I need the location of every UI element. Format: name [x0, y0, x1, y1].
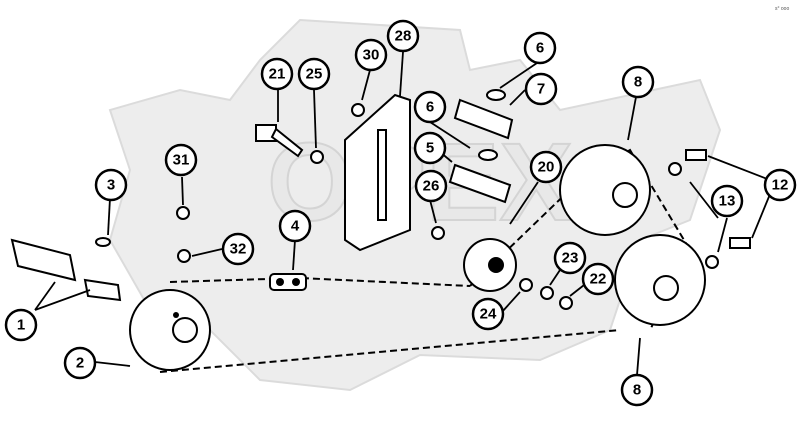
callout-label: 4 — [291, 218, 300, 235]
callout-6a: 6 — [523, 31, 557, 65]
callout-label: 22 — [590, 271, 607, 288]
callout-28: 28 — [386, 19, 420, 53]
sprocket-icon — [559, 144, 651, 236]
callout-32: 32 — [221, 232, 255, 266]
callout-26: 26 — [414, 169, 448, 203]
callout-label: 23 — [562, 250, 579, 267]
bolt-icon — [255, 124, 304, 158]
corner-mark: s° ooo — [775, 6, 789, 12]
callout-label: 32 — [230, 241, 247, 258]
bracket-icon — [344, 93, 411, 252]
callout-label: 6 — [426, 99, 434, 116]
callout-label: 8 — [633, 382, 641, 399]
callout-25: 25 — [297, 57, 331, 91]
callout-label: 12 — [772, 177, 789, 194]
callout-6b: 6 — [413, 90, 447, 124]
callout-label: 3 — [107, 177, 115, 194]
callout-label: 31 — [173, 152, 190, 169]
callout-21: 21 — [260, 57, 294, 91]
callout-8-bottom: 8 — [620, 373, 654, 407]
callout-label: 1 — [17, 317, 25, 334]
callout-1: 1 — [4, 308, 38, 342]
callout-5: 5 — [413, 131, 447, 165]
callout-23: 23 — [553, 241, 587, 275]
callout-label: 24 — [480, 306, 497, 323]
callout-31: 31 — [164, 143, 198, 177]
callout-label: 2 — [76, 355, 84, 372]
callout-label: 20 — [538, 159, 555, 176]
callout-22: 22 — [581, 262, 615, 296]
key-icon — [95, 89, 506, 247]
callout-label: 5 — [426, 140, 434, 157]
callout-label: 8 — [634, 74, 642, 91]
shaft-icon — [10, 238, 122, 302]
callout-3: 3 — [94, 168, 128, 202]
callout-label: 6 — [536, 40, 544, 57]
callout-20: 20 — [529, 150, 563, 184]
nut-icon — [176, 149, 751, 269]
callout-8-top: 8 — [621, 65, 655, 99]
callout-4: 4 — [278, 209, 312, 243]
callout-label: 25 — [306, 66, 323, 83]
callout-7: 7 — [524, 72, 558, 106]
shaft-icon — [448, 98, 514, 204]
callout-label: 26 — [423, 178, 440, 195]
callout-label: 30 — [363, 47, 380, 64]
callout-30: 30 — [354, 38, 388, 72]
sprocket-icon — [463, 238, 517, 292]
sprocket-icon — [129, 289, 211, 371]
sprocket-icon — [614, 234, 706, 326]
washer-icon — [310, 103, 573, 310]
callout-2: 2 — [63, 346, 97, 380]
callout-label: 13 — [719, 193, 736, 210]
callout-24: 24 — [471, 297, 505, 331]
chain-link-icon — [269, 273, 307, 291]
callout-label: 28 — [395, 28, 412, 45]
callout-12: 12 — [763, 168, 797, 202]
callout-label: 21 — [269, 66, 286, 83]
callout-label: 7 — [537, 81, 545, 98]
callout-13: 13 — [710, 184, 744, 218]
